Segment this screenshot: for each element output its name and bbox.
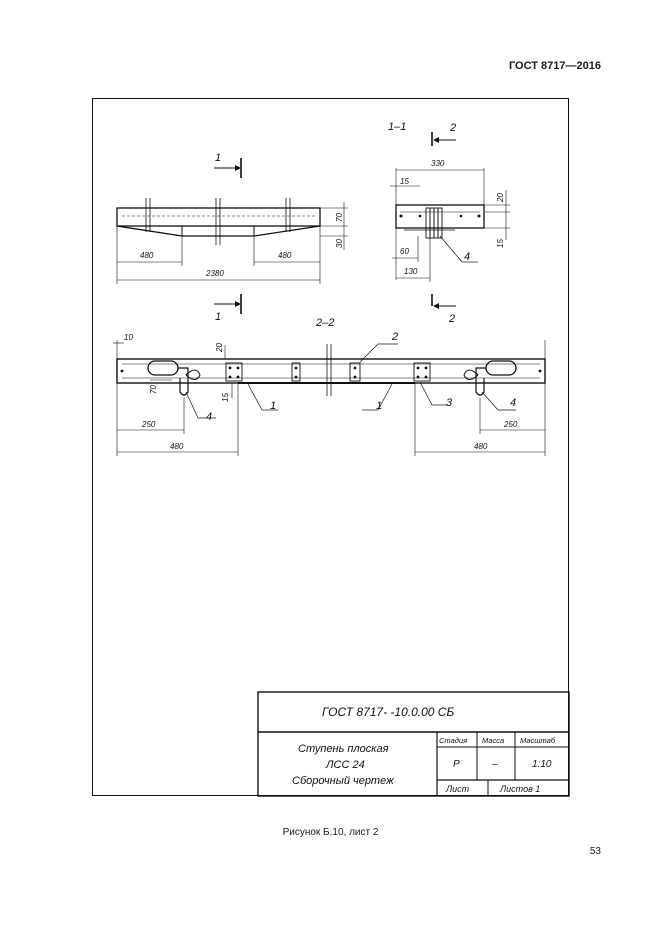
title-block [257,691,570,797]
dim-480-long-right: 480 [474,442,488,451]
section-mark-2-top: 2 [449,122,456,134]
section-title-2-2: 2–2 [315,317,334,329]
section-title-1-1: 1–1 [388,121,406,133]
page-number: 53 [589,846,601,857]
dim-250-right: 250 [503,420,518,429]
dim-60: 60 [400,247,409,256]
col-scale: Масштаб [520,736,556,745]
section-mark-1-bottom: 1 [215,311,221,323]
title-line-3: Сборочный чертеж [292,775,394,787]
section-mark-1-top: 1 [215,152,221,164]
position-1-left: 1 [270,400,276,412]
dim-2380: 2380 [205,269,224,278]
dim-15-long: 15 [221,393,230,402]
position-4-right: 4 [510,397,516,409]
title-line-1: Ступень плоская [298,743,389,755]
dim-70: 70 [335,213,344,222]
dim-20-right: 20 [496,193,505,203]
standard-header: ГОСТ 8717—2016 [508,60,601,72]
dim-250-left: 250 [141,420,156,429]
dim-330: 330 [431,159,445,168]
section-2-2 [113,340,546,456]
section-1-1 [390,132,510,309]
col-mass: Масса [482,736,504,745]
dim-480-long-left: 480 [170,442,184,451]
position-2: 2 [391,331,398,343]
figure-caption: Рисунок Б.10, лист 2 [282,827,379,838]
sheet-label: Лист [445,784,470,794]
col-stage: Стадия [439,736,467,745]
position-4-section: 4 [464,251,470,263]
dim-480-left: 480 [140,251,154,260]
front-view [116,158,348,314]
dim-20-long: 20 [215,343,224,353]
document-designation: ГОСТ 8717- -10.0.00 СБ [322,705,454,719]
dim-15-right: 15 [496,239,505,248]
title-line-2: ЛСС 24 [325,759,365,771]
dim-30: 30 [335,239,344,248]
dim-10: 10 [124,333,133,342]
dim-15-top: 15 [400,177,409,186]
dim-130: 130 [404,267,418,276]
position-1-right: 1 [376,400,382,412]
mass-value: – [491,759,498,770]
position-3: 3 [446,397,453,409]
dim-70-long: 70 [149,385,158,394]
stage-value: Р [453,759,460,770]
dim-480-right: 480 [278,251,292,260]
sheets-label: Листов 1 [499,784,540,794]
section-mark-2-bottom: 2 [448,313,455,325]
position-4-left: 4 [206,411,212,423]
scale-value: 1:10 [532,759,552,770]
